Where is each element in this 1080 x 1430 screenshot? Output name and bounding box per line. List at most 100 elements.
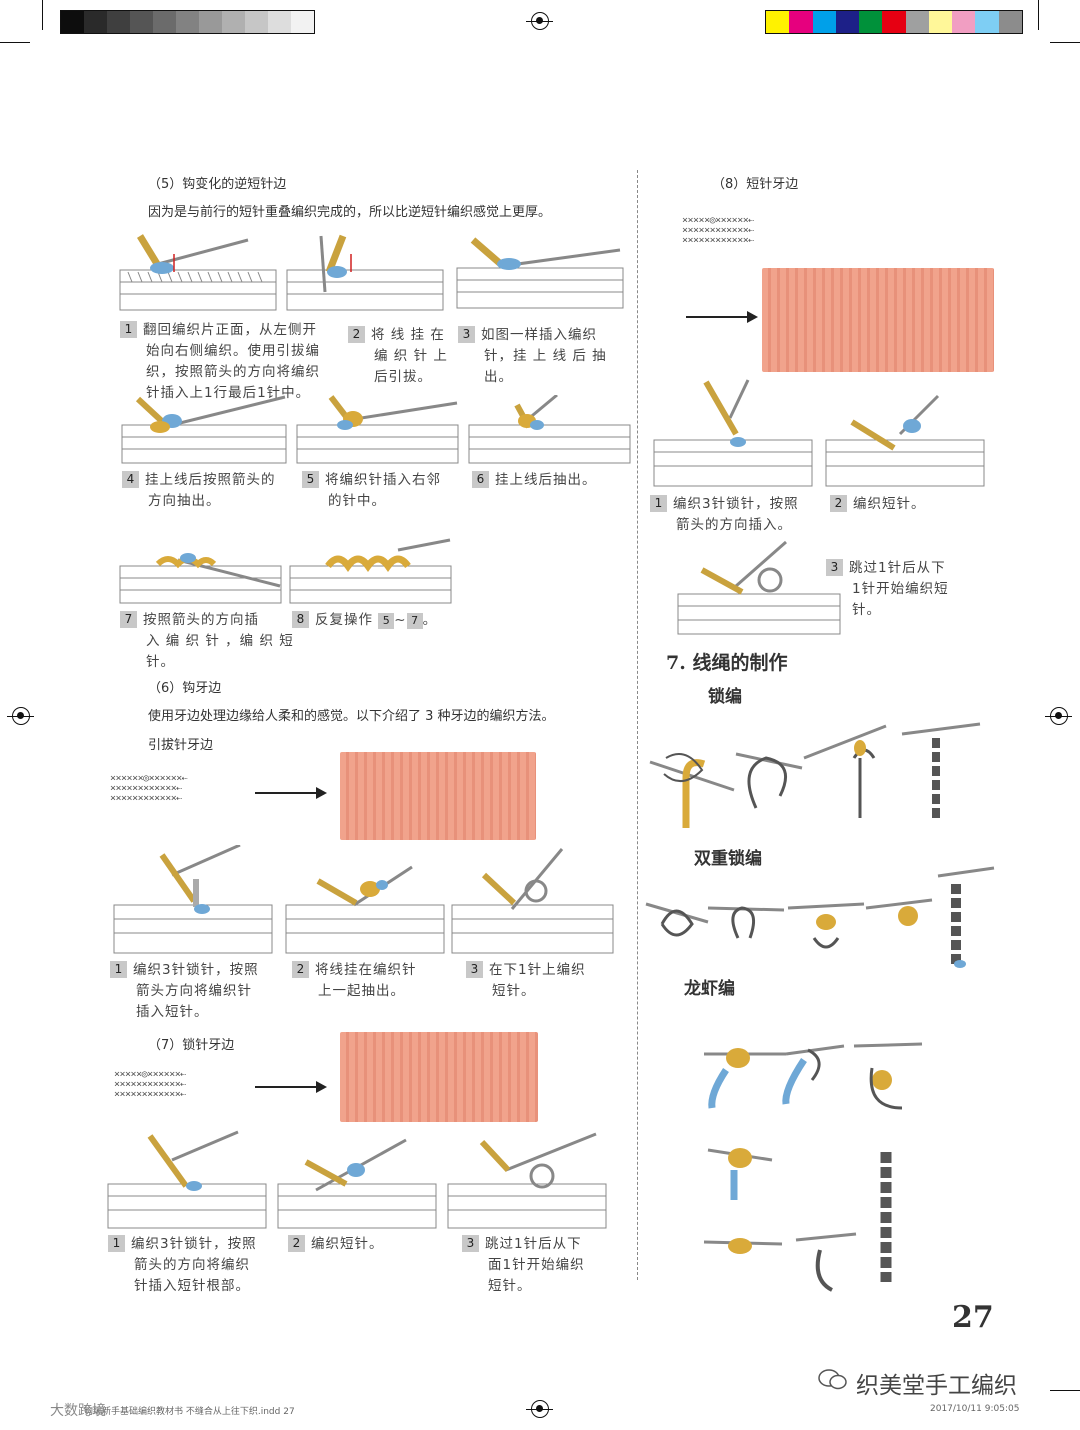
- step-5-6: 6挂上线后抽出。: [472, 470, 597, 491]
- crochet-illustration-6-3: [450, 845, 615, 955]
- grayscale-swatch: [107, 11, 130, 33]
- grayscale-swatch: [61, 11, 84, 33]
- step-text: 翻回编织片正面，从左侧开: [143, 322, 317, 338]
- color-calibration-bar: [765, 10, 1023, 34]
- crochet-illustration-7-1: [106, 1130, 268, 1230]
- chain-cord-illustrations: [646, 718, 982, 830]
- step-number: 3: [466, 961, 483, 978]
- grayscale-swatch: [153, 11, 176, 33]
- color-swatch: [929, 11, 952, 33]
- arrow-to-sample: [255, 792, 325, 794]
- crop-mark: [42, 0, 43, 30]
- section-7-title: （7）锁针牙边: [148, 1035, 234, 1056]
- crop-mark: [1050, 1390, 1080, 1391]
- corner-logo-text: 大数跨境: [50, 1400, 106, 1420]
- step-number: 2: [292, 961, 309, 978]
- step-text: 编织3针锁针，按照: [673, 496, 799, 512]
- crochet-illustration-5-5: [295, 395, 460, 465]
- grayscale-calibration-bar: [60, 10, 315, 34]
- crochet-illustration-5-1: [118, 232, 278, 312]
- step-number: 1: [650, 495, 667, 512]
- watermark-text: 织美堂手工编织: [856, 1366, 1017, 1400]
- step-text: 编织3针锁针，按照: [131, 1236, 257, 1252]
- section-5-title: （5）钩变化的逆短针边: [148, 174, 286, 195]
- step-5-2: 2 将 线 挂 在 编 织 针 上 后引拔。: [348, 325, 448, 388]
- step-text: 上一起抽出。: [318, 983, 405, 999]
- step-text: 将编织针插入右邻: [325, 472, 441, 488]
- step-reference: 7: [407, 613, 423, 629]
- step-text: 始向右侧编织。使用引拔编: [146, 343, 320, 359]
- step-number: 3: [462, 1235, 479, 1252]
- step-text: 如图一样插入编织: [481, 327, 597, 343]
- step-number: 7: [120, 611, 137, 628]
- step-text: ~: [394, 612, 406, 628]
- footer-file-info: 钩编新手基础编织教材书 不缝合从上往下织.indd 27: [84, 1404, 295, 1417]
- knit-sample-photo-chain-picot: [340, 1032, 538, 1122]
- stitch-chart-sc-picot: ×××××◎××××××⇠ ××××××××××××⇠ ××××××××××××…: [682, 216, 754, 246]
- step-number: 5: [302, 471, 319, 488]
- section-8-title: （8）短针牙边: [712, 174, 798, 195]
- lobster-cord-heading: 龙虾编: [684, 974, 735, 999]
- color-swatch: [789, 11, 812, 33]
- step-number: 2: [348, 326, 365, 343]
- crochet-illustration-5-7: [118, 530, 283, 605]
- step-5-3: 3如图一样插入编织 针，挂 上 线 后 抽 出。: [458, 325, 607, 388]
- color-swatch: [999, 11, 1022, 33]
- crochet-illustration-6-2: [284, 845, 446, 955]
- grayscale-swatch: [176, 11, 199, 33]
- step-number: 4: [122, 471, 139, 488]
- grayscale-swatch: [291, 11, 314, 33]
- step-text: 短针。: [488, 1278, 532, 1294]
- arrow-to-sample: [255, 1086, 325, 1088]
- step-text: 针插入短针根部。: [134, 1278, 250, 1294]
- crop-mark: [1038, 0, 1039, 30]
- step-text: 后引拔。: [374, 369, 432, 385]
- registration-mark-right: [1050, 707, 1068, 725]
- crochet-illustration-5-3: [455, 232, 625, 312]
- wechat-icon: [818, 1368, 848, 1392]
- step-text: 。: [423, 612, 438, 628]
- step-text: 编 织 针 上: [374, 348, 448, 364]
- section-5-intro: 因为是与前行的短针重叠编织完成的，所以比逆短针编织感觉上更厚。: [148, 202, 551, 223]
- crochet-illustration-7-2: [276, 1130, 438, 1230]
- step-text: 1针开始编织短: [852, 581, 949, 597]
- step-text: 编织短针。: [311, 1236, 384, 1252]
- step-text: 按照箭头的方向插: [143, 612, 259, 628]
- color-swatch: [906, 11, 929, 33]
- color-swatch: [952, 11, 975, 33]
- crochet-illustration-5-4: [120, 395, 288, 465]
- crochet-illustration-5-2: [285, 232, 445, 312]
- step-number: 8: [292, 611, 309, 628]
- lobster-cord-illustrations: [696, 1020, 942, 1310]
- step-number: 2: [830, 495, 847, 512]
- knit-sample-photo-picot-slip: [340, 752, 536, 840]
- registration-mark-top: [531, 12, 549, 30]
- grayscale-swatch: [222, 11, 245, 33]
- crochet-illustration-7-3: [446, 1130, 608, 1230]
- step-7-2: 2编织短针。: [288, 1234, 384, 1255]
- registration-mark-bottom: [531, 1400, 549, 1418]
- page-number: 27: [952, 1300, 994, 1335]
- crop-mark: [1050, 42, 1080, 43]
- step-text: 挂上线后抽出。: [495, 472, 597, 488]
- step-5-5: 5 将编织针插入右邻 的针中。: [302, 470, 441, 512]
- step-text: 针。: [146, 654, 175, 670]
- step-text: 挂上线后按照箭头的: [145, 472, 276, 488]
- step-text: 的针中。: [328, 493, 386, 509]
- color-swatch: [859, 11, 882, 33]
- grayscale-swatch: [268, 11, 291, 33]
- color-swatch: [836, 11, 859, 33]
- section-6-intro: 使用牙边处理边缘给人柔和的感觉。以下介绍了 3 种牙边的编织方法。: [148, 706, 555, 727]
- registration-mark-left: [12, 707, 30, 725]
- step-number: 1: [108, 1235, 125, 1252]
- step-text: 插入短针。: [136, 1004, 209, 1020]
- arrow-to-sample: [686, 316, 756, 318]
- step-text: 将 线 挂 在: [371, 327, 445, 343]
